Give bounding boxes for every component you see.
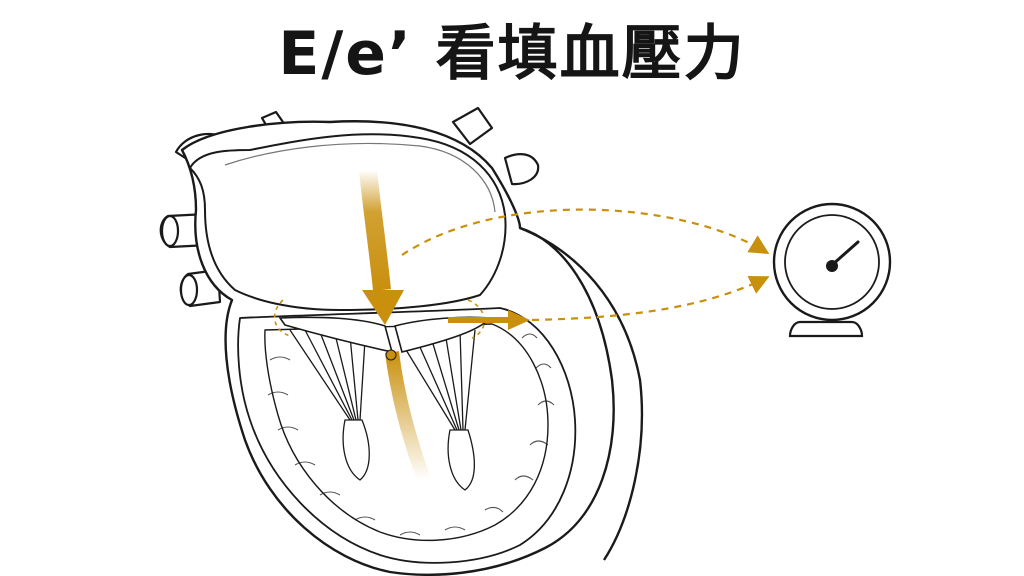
connector-lower <box>531 275 770 322</box>
right-vessel-top <box>451 106 494 146</box>
gauge-needle <box>830 240 860 267</box>
left-atrium <box>189 133 507 311</box>
mitral-apparatus <box>278 316 492 491</box>
annulus-arrowhead <box>508 310 530 330</box>
mitral-inflow-arrow <box>359 169 431 483</box>
right-vessel-mid <box>503 153 540 186</box>
dashed-connectors <box>401 208 770 322</box>
annulus-motion-arrow <box>448 310 530 330</box>
page-title: E/e’ 看填血壓力 <box>278 19 746 89</box>
gauge-icon <box>772 202 892 338</box>
inflow-arrowhead <box>362 290 404 325</box>
